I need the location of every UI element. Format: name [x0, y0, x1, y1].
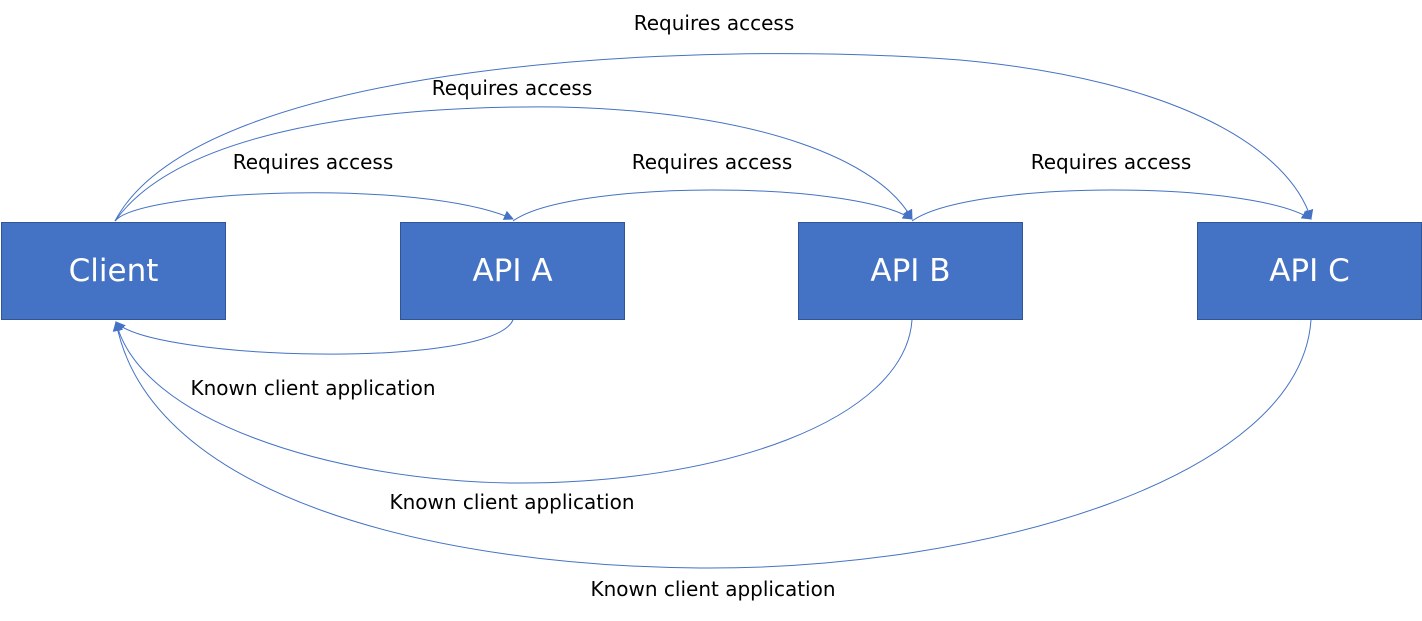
node-client: Client: [1, 222, 226, 320]
edge-client-to-api-b: [114, 106, 913, 222]
edge-api-b-to-api-c: [911, 189, 1312, 222]
node-api-b: API B: [798, 222, 1023, 320]
label-api-c-to-client: Known client application: [590, 577, 836, 601]
edge-api-b-to-client: [113, 319, 913, 484]
edge-api-a-to-client: [115, 319, 514, 355]
node-api-b-label: API B: [870, 253, 951, 289]
node-api-a-label: API A: [472, 253, 553, 289]
edge-api-a-to-api-b: [512, 189, 913, 222]
edge-client-to-api-a: [114, 192, 514, 222]
node-api-a: API A: [400, 222, 625, 320]
label-api-a-to-client: Known client application: [190, 376, 436, 400]
label-client-to-api-b: Requires access: [431, 76, 593, 100]
label-client-to-api-a: Requires access: [232, 150, 394, 174]
label-api-b-to-client: Known client application: [389, 490, 635, 514]
edge-client-to-api-c: [114, 53, 1314, 222]
label-api-b-to-api-c: Requires access: [1030, 150, 1192, 174]
label-api-a-to-api-b: Requires access: [631, 150, 793, 174]
node-client-label: Client: [68, 253, 159, 289]
node-api-c-label: API C: [1269, 253, 1350, 289]
node-api-c: API C: [1197, 222, 1422, 320]
edge-api-c-to-client: [112, 319, 1312, 569]
label-client-to-api-c: Requires access: [633, 11, 795, 35]
